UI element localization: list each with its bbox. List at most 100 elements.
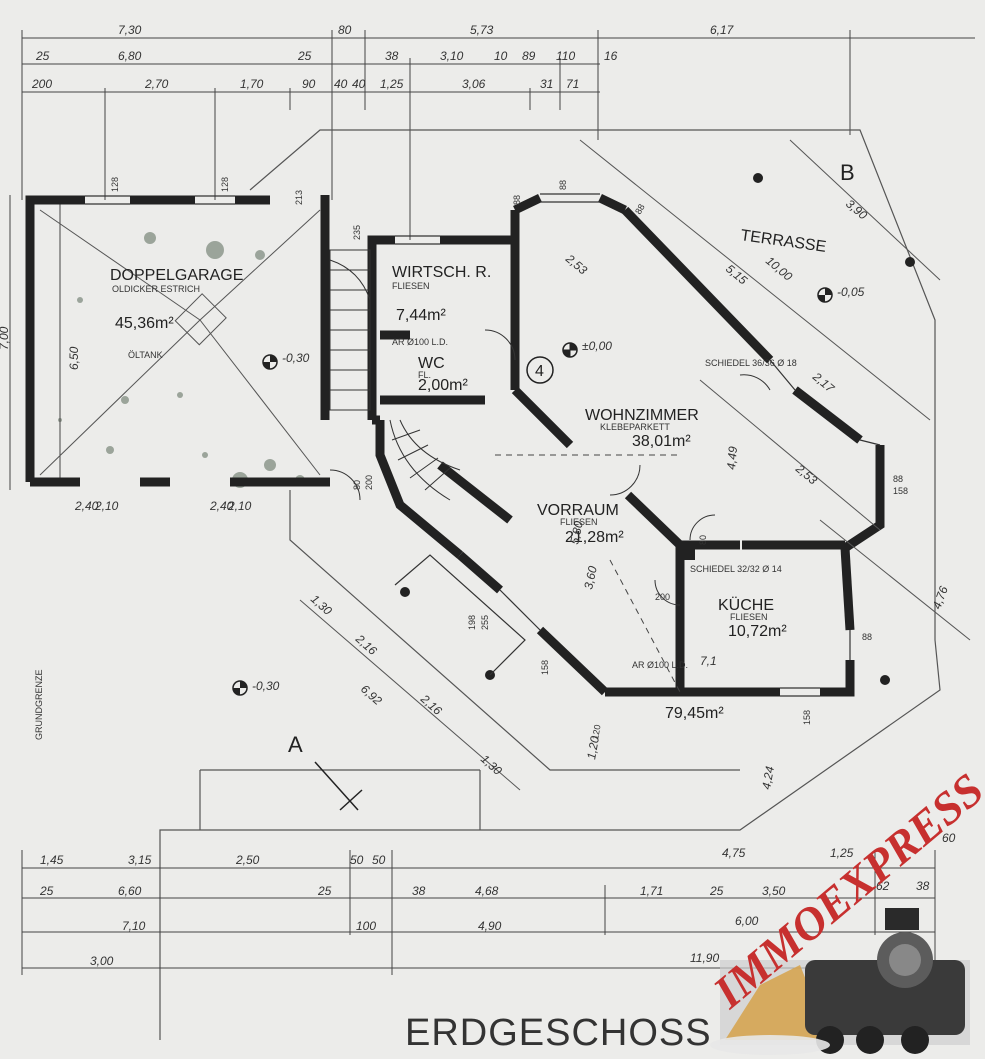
- window-mark: 88: [633, 202, 647, 216]
- dim-label: 4,90: [478, 919, 502, 933]
- kitchen-floor: FLIESEN: [730, 612, 768, 622]
- drain-note: AR Ø100 L.D.: [392, 337, 448, 347]
- dim-label: 10: [494, 49, 508, 63]
- dim-label: 5,80: [567, 520, 586, 546]
- window-mark: 158: [540, 660, 550, 675]
- window-mark: 255: [480, 615, 490, 630]
- dim-label: 2,17: [809, 369, 838, 396]
- dim-label: 10,00: [763, 254, 795, 284]
- dim-label: 89: [522, 49, 536, 63]
- living-room-floor: KLEBEPARKETT: [600, 422, 670, 432]
- terrace-posts: [400, 173, 915, 685]
- dim-label: 6,00: [735, 914, 759, 928]
- window-mark: 200: [364, 475, 374, 490]
- garage-walls: [25, 195, 330, 487]
- window-mark: 235: [352, 225, 362, 240]
- drain-note: AR Ø100 L.D.: [632, 660, 688, 670]
- kitchen-label: KÜCHE: [718, 596, 774, 614]
- train-logo: [710, 908, 970, 1055]
- dim-label: 1,25: [380, 77, 404, 91]
- house-walls: [367, 193, 885, 697]
- dim-label: 25: [709, 884, 724, 898]
- section-a-line: [314, 761, 359, 811]
- window-mark: 158: [802, 710, 812, 725]
- window-mark: 128: [220, 177, 230, 192]
- kitchen-area: 10,72m²: [728, 623, 787, 640]
- chimney-note: SCHIEDEL 32/32 Ø 14: [690, 564, 782, 574]
- level-marker: -0,30: [262, 351, 310, 370]
- window-mark: 88: [893, 474, 903, 484]
- window-mark: 88: [558, 180, 568, 190]
- dim-label: 25: [317, 884, 332, 898]
- dim-label: 1,70: [240, 77, 264, 91]
- dim-label: 2,53: [792, 461, 820, 488]
- window-mark: 88: [512, 195, 522, 205]
- dim-label: 6,50: [67, 346, 81, 370]
- dim-label: 5,15: [723, 262, 750, 288]
- dim-label: 25: [39, 884, 54, 898]
- dim-label: 71: [566, 77, 579, 91]
- dim-label: 4,68: [475, 884, 499, 898]
- hall-area: 21,28m²: [565, 529, 624, 546]
- dim-label: 1,71: [640, 884, 663, 898]
- dim-label: 100: [356, 919, 376, 933]
- window-mark: 120: [590, 724, 602, 741]
- dim-label: 2,40: [209, 499, 234, 513]
- dim-label: 6,92: [358, 682, 385, 708]
- garage-area: 45,36m²: [115, 315, 174, 332]
- dim-label: 1,25: [830, 846, 854, 860]
- dim-label: 7,1: [700, 654, 717, 668]
- dim-label: 3,10: [440, 49, 464, 63]
- dim-label: 2,50: [235, 853, 260, 867]
- step-number: 4: [535, 363, 544, 380]
- window-mark: 158: [893, 486, 908, 496]
- level-label: ±0,00: [582, 339, 612, 353]
- dim-label: 3,50: [762, 884, 786, 898]
- dim-label: 31: [540, 77, 553, 91]
- level-label: -0,30: [282, 351, 310, 365]
- dim-label: 6,60: [118, 884, 142, 898]
- window-mark: 213: [294, 190, 304, 205]
- hall-label: VORRAUM: [537, 502, 619, 519]
- chimney-box: [683, 548, 695, 560]
- dim-label: 6,17: [710, 23, 735, 37]
- total-area: 79,45m²: [665, 705, 724, 722]
- floor-title: ERDGESCHOSS: [405, 1012, 712, 1054]
- diagonal-dims: [299, 139, 971, 791]
- dim-label: 3,00: [90, 954, 114, 968]
- window-mark: 200: [655, 592, 670, 602]
- wc-area: 2,00m²: [418, 377, 468, 394]
- dim-label: 38: [385, 49, 399, 63]
- dim-label: 38: [412, 884, 426, 898]
- dim-label: 38: [916, 879, 930, 893]
- dim-label: 2,70: [144, 77, 169, 91]
- step-circle: [526, 356, 554, 384]
- utility-room-floor: FLIESEN: [392, 281, 430, 291]
- dim-label: 2,10: [227, 499, 252, 513]
- level-label: -0,05: [837, 285, 865, 299]
- dim-label: 110: [556, 49, 575, 63]
- garage-label: DOPPELGARAGE: [110, 267, 243, 284]
- dim-label: 1,45: [40, 853, 64, 867]
- garage-floor: OLDICKER ESTRICH: [112, 284, 200, 294]
- dim-label: 80: [338, 23, 352, 37]
- dim-label: 50: [372, 853, 386, 867]
- living-room-label: WOHNZIMMER: [585, 407, 699, 424]
- hall-floor: FLIESEN: [560, 517, 598, 527]
- dim-label: 5,73: [470, 23, 494, 37]
- section-b-label: B: [840, 160, 855, 185]
- dim-label: 4,75: [722, 846, 746, 860]
- dim-label: 3,60: [581, 565, 600, 591]
- dim-label: 2,16: [417, 691, 445, 718]
- dim-label: 90: [302, 77, 316, 91]
- dim-label: 3,06: [462, 77, 486, 91]
- chimney-note: SCHIEDEL 36/36 Ø 18: [705, 358, 797, 368]
- oiltank-label: ÖLTANK: [128, 350, 163, 360]
- dim-label: 25: [297, 49, 312, 63]
- dim-label: 2,53: [562, 251, 590, 278]
- dim-label: 2,16: [352, 631, 380, 658]
- staircase-lower: [389, 419, 461, 501]
- terrace-label: TERRASSE: [739, 227, 827, 256]
- dashed-lines: [495, 454, 681, 693]
- dim-label: 60: [942, 831, 956, 845]
